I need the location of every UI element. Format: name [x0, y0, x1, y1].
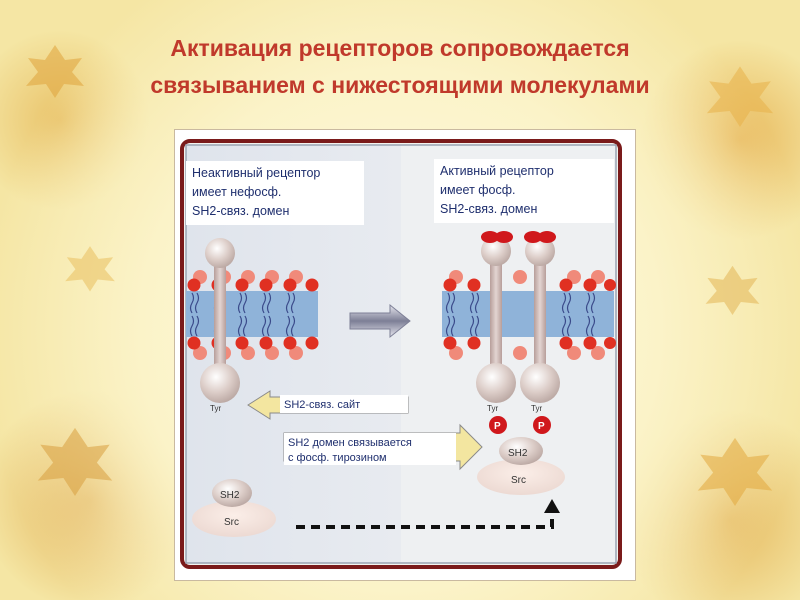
leaf-decoration-icon: [37, 427, 113, 496]
binding-label-line-1: SH2 домен связывается: [288, 437, 412, 449]
active-label-line-1: Активный рецептор: [440, 164, 554, 178]
sh2-site-label: SH2-связ. сайт: [284, 399, 360, 411]
active-label-line-3: SH2-связ. домен: [440, 202, 537, 216]
src-label-free: Src: [224, 517, 239, 528]
src-bound: SH2 Src: [477, 437, 565, 495]
activation-arrow-icon: [349, 303, 411, 339]
tyr-label-active-1: Tyr: [487, 404, 498, 413]
phosphate-icon: [489, 416, 507, 434]
leaf-decoration-icon: [706, 66, 774, 127]
tyr-label-active-2: Tyr: [531, 404, 542, 413]
slide-title: Активация рецепторов сопровождается связ…: [0, 30, 800, 104]
membrane-right: [442, 270, 616, 360]
sh2-label-bound: SH2: [508, 448, 528, 459]
binding-label-line-2: с фосф. тирозином: [288, 452, 387, 464]
tyr-label-inactive: Tyr: [210, 404, 221, 413]
leaf-decoration-icon: [65, 246, 115, 292]
src-label-bound: Src: [511, 475, 526, 486]
inactive-label-line-3: SH2-связ. домен: [192, 204, 289, 218]
active-receptor: Tyr Tyr P P: [476, 231, 560, 434]
phosphate-label-1: P: [494, 421, 501, 432]
leaf-decoration-icon: [705, 265, 760, 315]
phosphate-label-2: P: [538, 421, 545, 432]
leaf-decoration-icon: [26, 45, 84, 98]
inactive-receptor: Tyr: [200, 238, 240, 413]
inactive-label-line-1: Неактивный рецептор: [192, 166, 320, 180]
sh2-label-free: SH2: [220, 490, 240, 501]
recruitment-dashed-arrow: [296, 499, 560, 529]
sh2-binding-arrow: SH2 домен связывается с фосф. тирозином: [283, 423, 483, 471]
active-label-line-2: имеет фосф.: [440, 183, 516, 197]
src-free: SH2 Src: [192, 479, 276, 537]
inactive-label-box: [186, 161, 364, 225]
title-line-2: связыванием с нижестоящими молекулами: [150, 72, 650, 98]
active-label-box: [434, 159, 614, 223]
title-line-1: Активация рецепторов сопровождается: [170, 35, 630, 61]
phosphate-icon: [533, 416, 551, 434]
inactive-label-line-2: имеет нефосф.: [192, 185, 281, 199]
sh2-site-arrow: SH2-связ. сайт: [247, 390, 409, 420]
leaf-decoration-icon: [697, 437, 773, 506]
receptor-diagram: Неактивный рецептор имеет нефосф. SH2-св…: [185, 144, 617, 564]
